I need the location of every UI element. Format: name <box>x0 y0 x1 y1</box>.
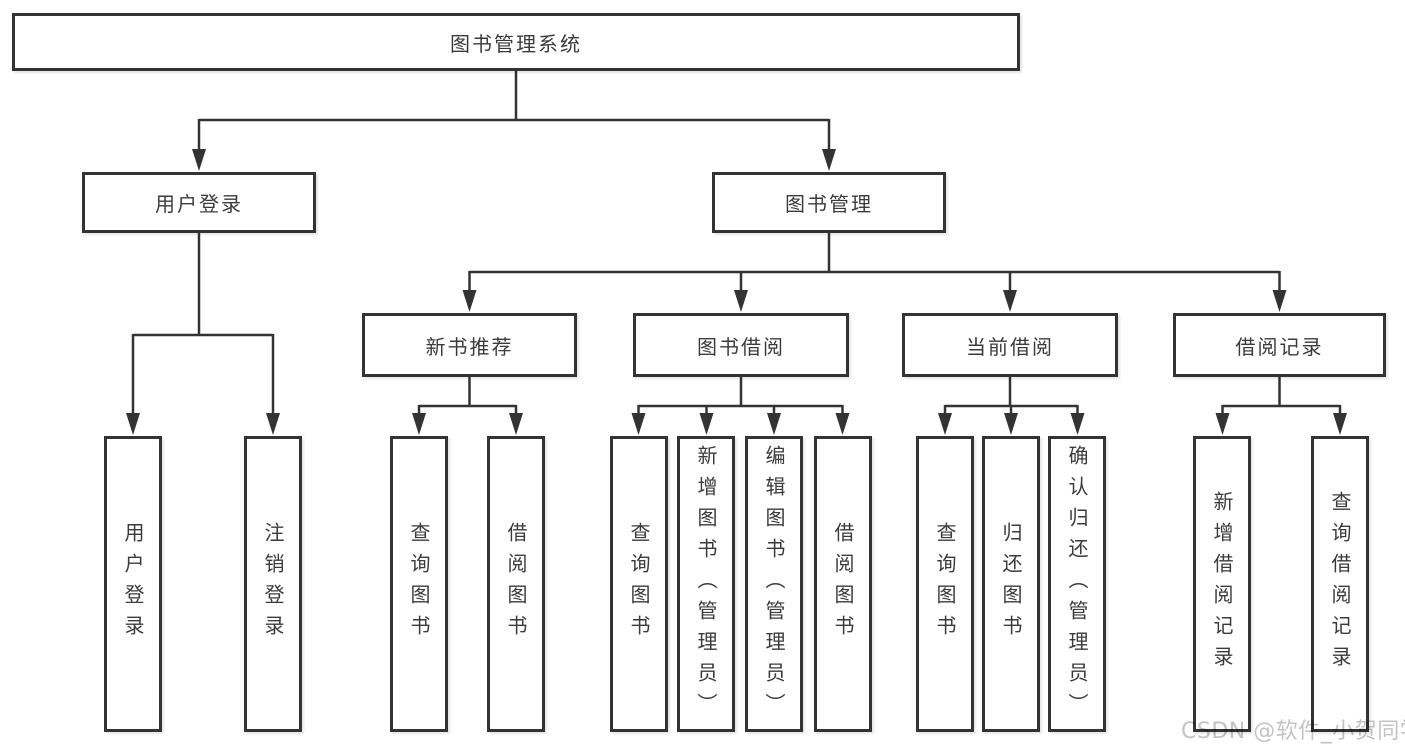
leaf-borrow-books-1: 借阅图书 <box>487 436 545 732</box>
leaf-label: 新增图书（管理员） <box>694 444 718 724</box>
leaf-label: 新增借阅记录 <box>1210 491 1234 677</box>
leaf-query-books-2: 查询图书 <box>610 436 668 732</box>
leaf-add-books-admin: 新增图书（管理员） <box>677 436 735 732</box>
connector-new-book-group <box>417 377 518 414</box>
leaf-add-borrow-record: 新增借阅记录 <box>1193 436 1251 732</box>
leaf-query-books-3: 查询图书 <box>916 436 974 732</box>
node-borrowing-records: 借阅记录 <box>1173 313 1386 377</box>
leaf-label: 注销登录 <box>261 522 285 646</box>
leaf-label: 查询图书 <box>933 522 957 646</box>
node-user-login: 用户登录 <box>82 172 316 233</box>
node-library-management-system: 图书管理系统 <box>12 13 1020 71</box>
connector-book-management-to-level3 <box>468 233 1281 291</box>
leaf-label: 借阅图书 <box>831 522 855 646</box>
leaf-label: 查询图书 <box>407 522 431 646</box>
leaf-user-login: 用户登录 <box>104 436 162 732</box>
node-new-book-recommendation: 新书推荐 <box>362 313 577 377</box>
node-book-management: 图书管理 <box>712 172 946 233</box>
leaf-label: 查询图书 <box>627 522 651 646</box>
leaf-label: 用户登录 <box>121 522 145 646</box>
csdn-watermark: CSDN @软件_小贺同学 <box>1181 719 1405 744</box>
leaf-label: 确认归还（管理员） <box>1065 444 1089 724</box>
leaf-query-borrow-record: 查询借阅记录 <box>1311 436 1369 732</box>
connector-user-login-group <box>131 233 275 414</box>
node-current-borrowing: 当前借阅 <box>902 313 1118 377</box>
leaf-borrow-books-2: 借阅图书 <box>814 436 872 732</box>
leaf-label: 编辑图书（管理员） <box>762 444 786 724</box>
leaf-label: 归还图书 <box>999 522 1023 646</box>
connector-book-borrow-group <box>637 377 844 414</box>
leaf-edit-books-admin: 编辑图书（管理员） <box>745 436 803 732</box>
leaf-label: 查询借阅记录 <box>1328 491 1352 677</box>
leaf-label: 借阅图书 <box>504 522 528 646</box>
leaf-query-books-1: 查询图书 <box>390 436 448 732</box>
leaf-confirm-return-admin: 确认归还（管理员） <box>1048 436 1106 732</box>
leaf-logout: 注销登录 <box>244 436 302 732</box>
connector-borrow-record-group <box>1221 377 1342 414</box>
connector-root-to-level2 <box>197 71 831 150</box>
node-book-borrowing: 图书借阅 <box>633 313 849 377</box>
connector-current-borrow-group <box>943 377 1079 414</box>
leaf-return-books: 归还图书 <box>982 436 1040 732</box>
